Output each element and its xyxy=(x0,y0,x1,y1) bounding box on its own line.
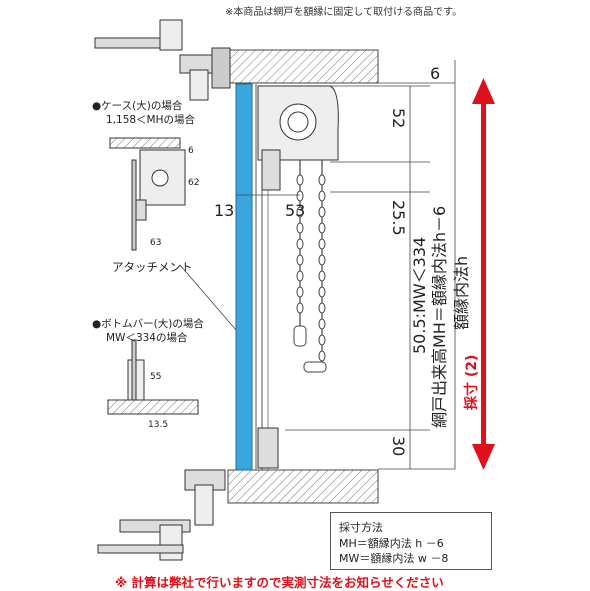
inset-bottom-title: ●ボトムバー(大)の場合 xyxy=(92,318,204,330)
inset-case-d6: 6 xyxy=(188,146,194,156)
bottom-wall xyxy=(227,469,379,504)
top-note: ※本商品は網戸を額縁に固定して取付ける商品です。 xyxy=(225,7,463,18)
dim-25-5: 25.5 xyxy=(389,200,408,236)
dim-6-top: 6 xyxy=(430,64,441,83)
mw-dimension-label: 50.5:MW＜334 xyxy=(410,236,429,354)
dim-53: 53 xyxy=(285,201,306,220)
inset-case-d62: 62 xyxy=(188,178,200,188)
dim-30: 30 xyxy=(389,436,408,457)
inset-bottom-d13-5: 13.5 xyxy=(148,420,169,430)
inset-case-condition: 1,158＜MHの場合 xyxy=(106,114,196,126)
inset-bottom-d55: 55 xyxy=(150,372,162,382)
mh-dimension-label: 網戸出来高MH＝額縁内法h－6 xyxy=(430,205,449,428)
inset-bottom-sketch xyxy=(107,339,199,415)
warning-note: ※ 計算は弊社で行いますので実測寸法をお知らせください xyxy=(115,575,444,590)
frame-top-profile xyxy=(94,19,231,101)
frame-bottom-profile xyxy=(97,469,226,561)
chain-beads xyxy=(293,174,327,373)
attachment-label: アタッチメント xyxy=(112,260,193,274)
bottom-bar xyxy=(257,427,279,469)
top-wall xyxy=(227,49,379,84)
inset-case-title: ●ケース(大)の場合 xyxy=(92,100,183,112)
measure-method-mw: MW＝額縁内法 w －8 xyxy=(339,552,449,565)
screen-blue-panel xyxy=(235,83,253,471)
inset-bottom-condition: MW＜334の場合 xyxy=(106,332,188,344)
measure-method-title: 採寸方法 xyxy=(339,521,383,534)
inset-case-d63: 63 xyxy=(150,238,162,248)
measure-method-mh: MH＝額縁内法 h －6 xyxy=(339,537,444,550)
dim-52: 52 xyxy=(389,108,408,129)
saisun-label: 採寸 (2) xyxy=(464,354,480,410)
inset-case-sketch xyxy=(109,137,186,251)
roller-case xyxy=(257,85,339,191)
frame-inner-label: 額縁内法h xyxy=(452,255,471,330)
measure-method-box: 採寸方法 MH＝額縁内法 h －6 MW＝額縁内法 w －8 xyxy=(330,512,492,570)
measure-arrow xyxy=(472,78,495,470)
dim-13: 13 xyxy=(214,201,235,220)
